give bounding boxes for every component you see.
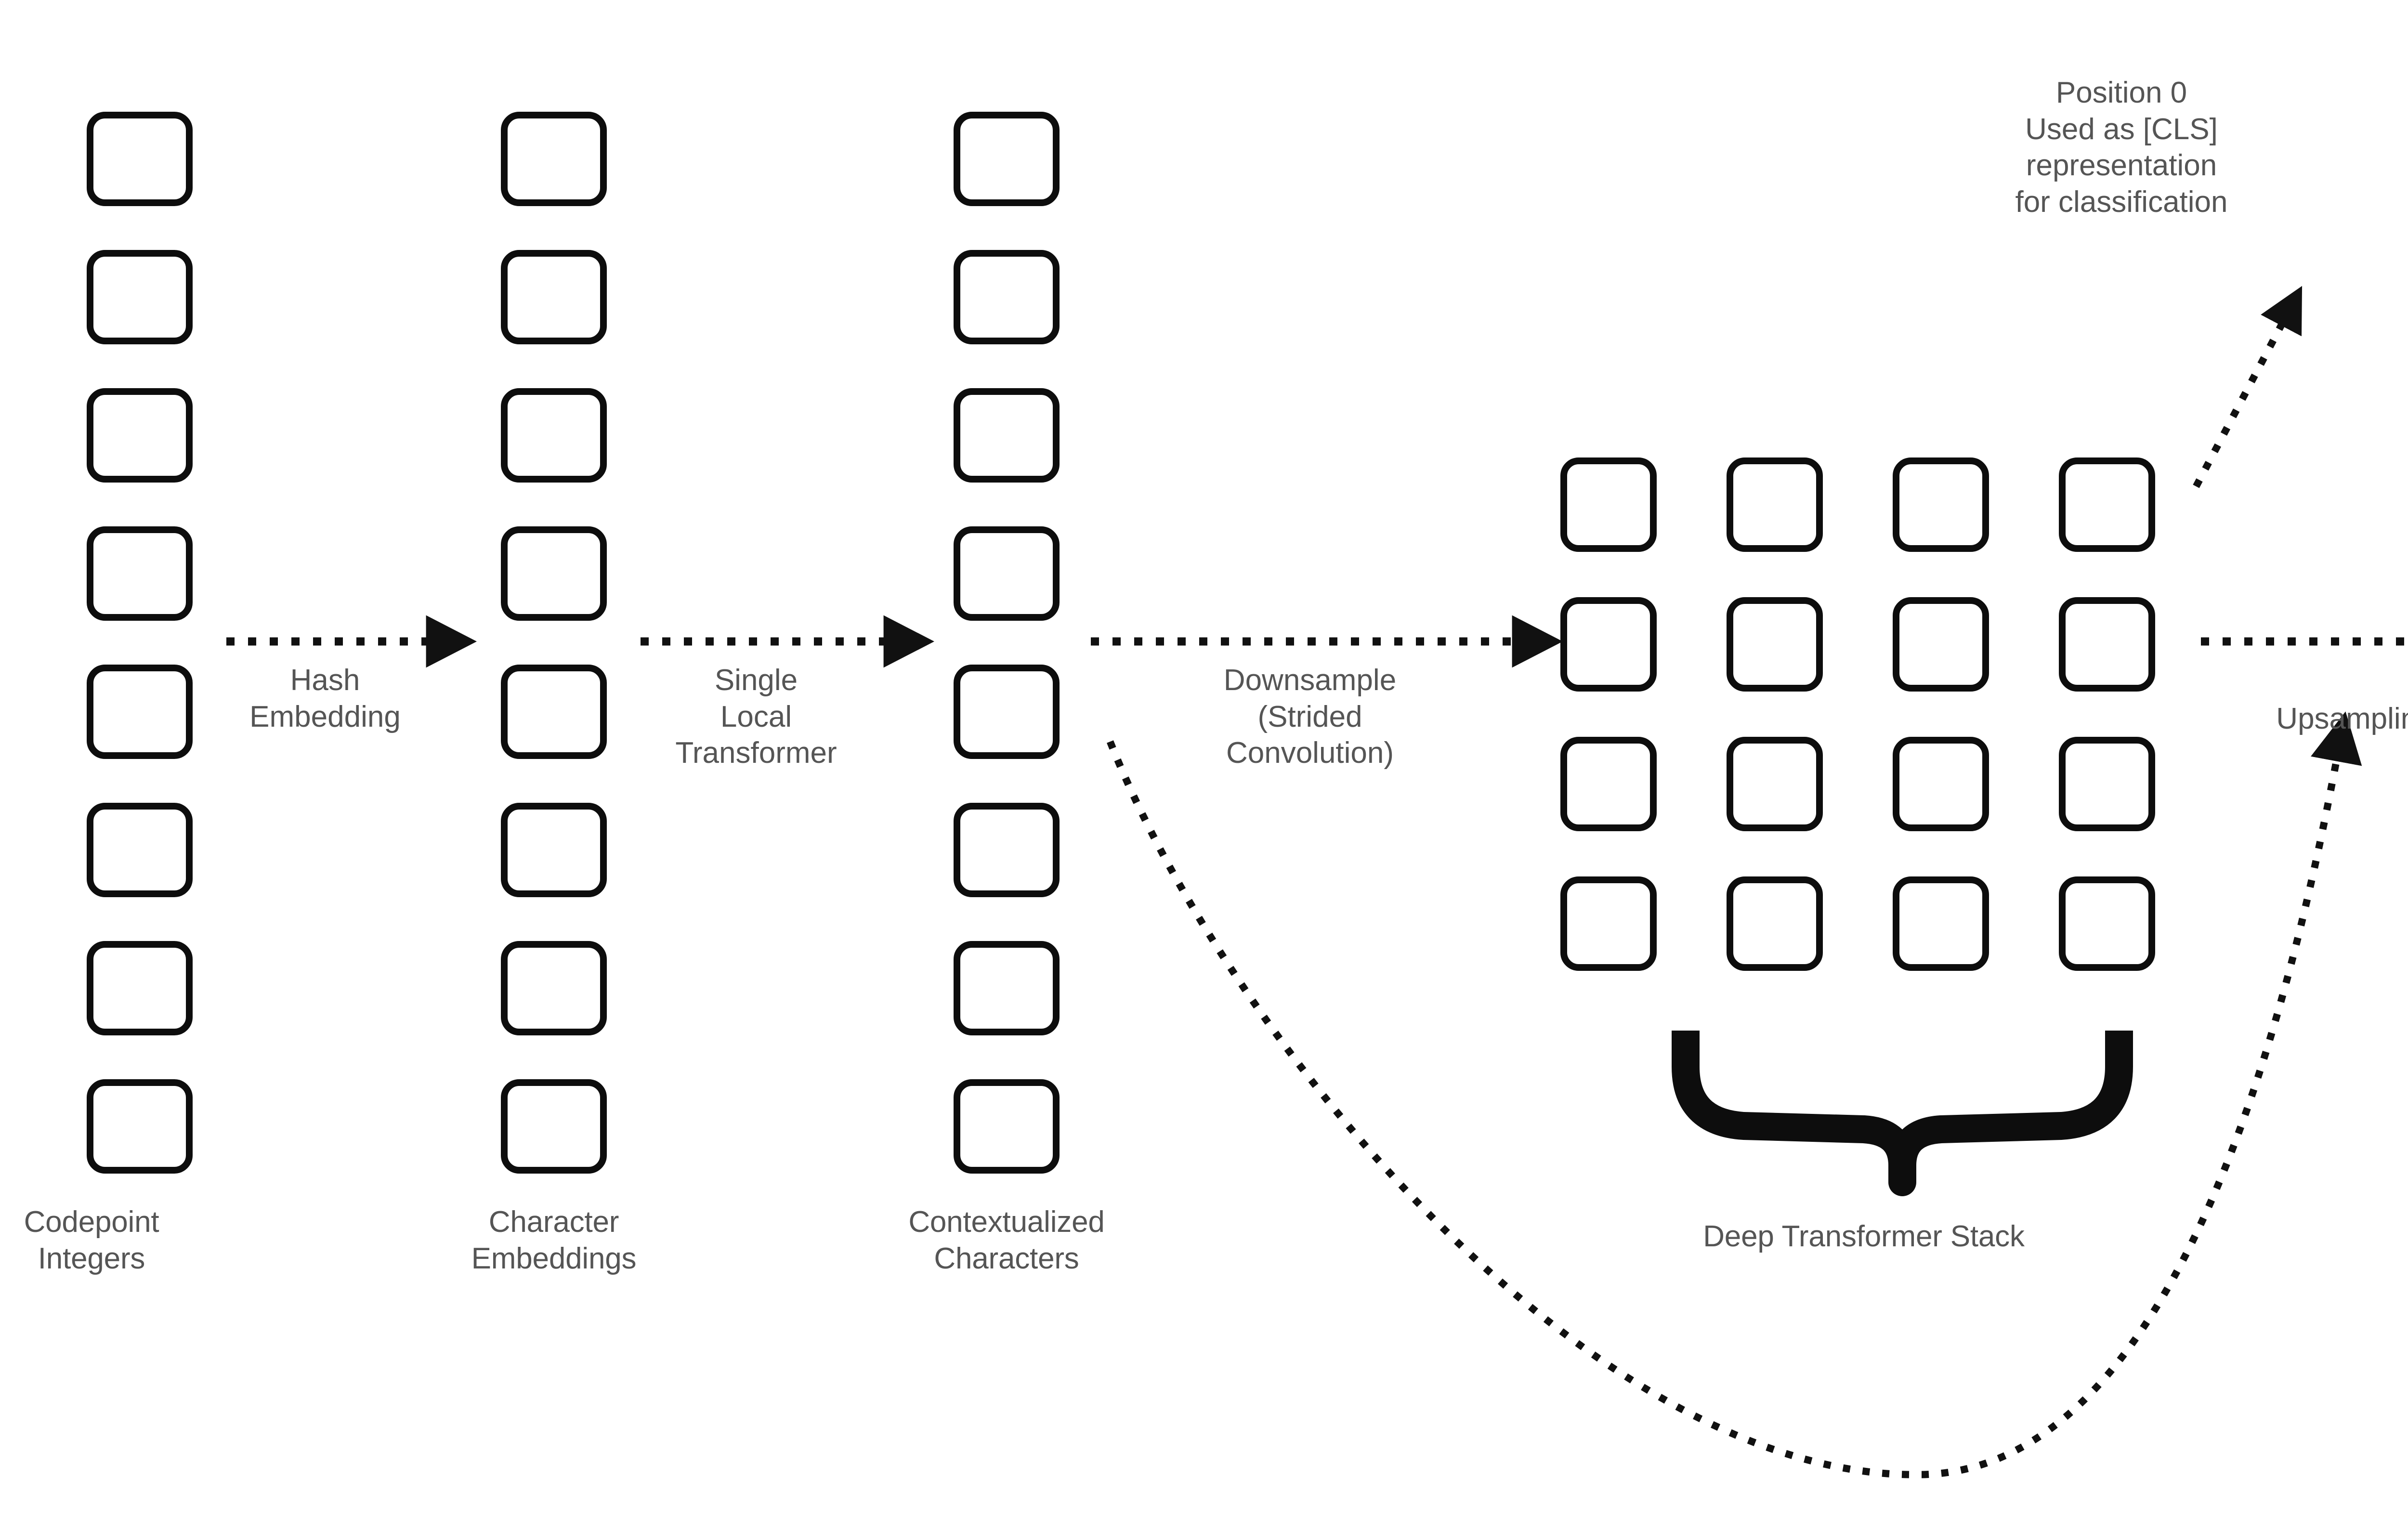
column-deep-transformer-stack xyxy=(1560,457,2167,971)
cell-box xyxy=(954,112,1060,206)
cell-box xyxy=(87,250,193,344)
cell-box xyxy=(1560,457,1657,552)
cell-box xyxy=(954,526,1060,621)
cell-box xyxy=(87,388,193,483)
cell-box xyxy=(1727,597,1823,692)
cell-box xyxy=(954,388,1060,483)
cell-box xyxy=(1727,737,1823,831)
arrow-label-hash-embedding: Hash Embedding xyxy=(249,664,401,733)
column-character-embeddings xyxy=(501,112,607,1176)
column-label-deep-transformer-stack: Deep Transformer Stack xyxy=(1703,1220,2025,1253)
column-label-character-embeddings: Character Embeddings xyxy=(471,1205,637,1275)
cell-box xyxy=(87,112,193,206)
cell-box xyxy=(87,941,193,1035)
cell-box xyxy=(2059,597,2155,692)
cell-box xyxy=(954,1079,1060,1174)
cell-box xyxy=(87,803,193,897)
cell-box xyxy=(501,941,607,1035)
cell-box xyxy=(501,665,607,759)
cell-box xyxy=(1727,876,1823,971)
cell-box xyxy=(87,1079,193,1174)
cell-box xyxy=(501,112,607,206)
cell-box xyxy=(87,665,193,759)
cell-box xyxy=(501,388,607,483)
arrow-label-upsampling: Upsampling xyxy=(2276,702,2408,735)
cell-box xyxy=(1560,876,1657,971)
arrow-label-downsample: Downsample (Strided Convolution) xyxy=(1223,664,1397,770)
column-label-codepoint-integers: Codepoint Integers xyxy=(24,1205,159,1275)
cell-box xyxy=(1893,876,1989,971)
cell-box xyxy=(501,1079,607,1174)
cell-box xyxy=(87,526,193,621)
cell-box xyxy=(2059,876,2155,971)
cell-box xyxy=(1893,457,1989,552)
cell-box xyxy=(1560,597,1657,692)
column-codepoint-integers xyxy=(87,112,193,1176)
cell-box xyxy=(501,526,607,621)
cell-box xyxy=(954,665,1060,759)
arrow-cls-pointer xyxy=(2193,286,2303,488)
cell-box xyxy=(501,250,607,344)
column-label-contextualized-characters: Contextualized Characters xyxy=(908,1205,1105,1275)
cell-box xyxy=(954,941,1060,1035)
cell-box xyxy=(1893,737,1989,831)
cell-box xyxy=(954,250,1060,344)
column-contextualized-characters xyxy=(954,112,1060,1176)
cell-box xyxy=(954,803,1060,897)
cell-box xyxy=(1727,457,1823,552)
arrow-label-single-local-transformer: Single Local Transformer xyxy=(675,664,837,770)
cell-box xyxy=(1560,737,1657,831)
cell-box xyxy=(1893,597,1989,692)
cell-box xyxy=(2059,457,2155,552)
cell-box xyxy=(501,803,607,897)
annotation-position-zero-cls: Position 0 Used as [CLS] representation … xyxy=(2015,76,2228,219)
cell-box xyxy=(2059,737,2155,831)
transformer-stack-brace xyxy=(1672,1031,2133,1196)
